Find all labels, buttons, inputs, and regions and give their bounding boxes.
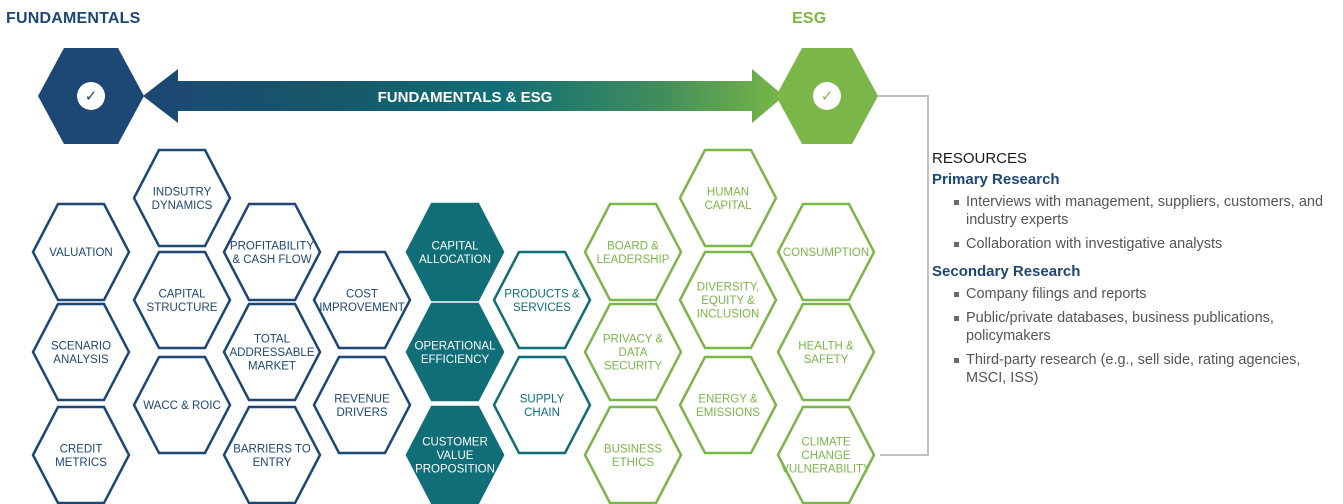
hexagon-label: CREDIT — [60, 443, 103, 455]
resources-title: RESOURCES — [932, 150, 1028, 167]
hexagon-label: SECURITY — [604, 361, 662, 373]
hexagon-label: ALLOCATION — [419, 254, 491, 266]
esg-hexagon — [678, 250, 778, 350]
hexagon-label: METRICS — [55, 457, 107, 469]
fundamentals-hexagon — [222, 302, 322, 402]
check-icon — [813, 82, 841, 110]
hexagon-label: SERVICES — [513, 302, 571, 314]
hexagon-label: SAFETY — [804, 354, 849, 366]
hexagon-label: BUSINESS — [604, 443, 662, 455]
list-item: Interviews with management, suppliers, c… — [954, 193, 1342, 229]
fundamentals-hexagon — [312, 250, 412, 350]
hexagon-label: VALUE — [437, 450, 474, 462]
hexagon-label: PROFITABILITY — [230, 240, 314, 252]
fundamentals-hexagon — [31, 405, 131, 504]
fundamentals-hexagon — [31, 302, 131, 402]
fundamentals-hexagon — [132, 148, 232, 248]
check-icon — [77, 82, 105, 110]
fundamentals-hexagon — [222, 405, 322, 504]
hexagon-label: CAPITAL — [704, 200, 752, 212]
hexagon-label: & CASH FLOW — [232, 254, 311, 266]
fundamentals-hexagon — [31, 202, 131, 302]
hexagon-label: CAPITAL — [431, 240, 479, 252]
primary-research-title: Primary Research — [932, 171, 1060, 188]
hexagon-label: ANALYSIS — [53, 354, 109, 366]
hexagon-label: ENTRY — [253, 457, 292, 469]
resources-panel: RESOURCES Primary Research Interviews wi… — [932, 150, 1342, 397]
hexagon-label: PRIVACY & — [603, 334, 664, 346]
hexagon-label: EMISSIONS — [696, 407, 760, 419]
double-arrow — [143, 69, 784, 123]
esg-hexagon — [678, 355, 778, 455]
hexagon-label: OPERATIONAL — [415, 340, 497, 352]
shared-hexagon — [492, 250, 592, 350]
esg-hexagon — [583, 202, 683, 302]
hexagon-label: STRUCTURE — [147, 302, 218, 314]
core-hexagon — [405, 202, 505, 302]
hexagon-label: LEADERSHIP — [597, 254, 670, 266]
hexagon-label: CLIMATE — [802, 437, 851, 449]
hexagon-label: EFFICIENCY — [421, 354, 490, 366]
hexagon-label: DYNAMICS — [152, 200, 213, 212]
hexagon-label: VALUATION — [49, 247, 112, 259]
list-item: Third-party research (e.g., sell side, r… — [954, 351, 1342, 387]
core-hexagon — [405, 405, 505, 504]
hexagon-label: EQUITY & — [701, 295, 755, 307]
hexagon-label: BOARD & — [607, 240, 659, 252]
shared-hexagon — [492, 355, 592, 455]
esg-hexagon — [583, 405, 683, 504]
hexagon-label: CUSTOMER — [422, 437, 488, 449]
hexagon-label: MARKET — [248, 361, 296, 373]
check-icon-glyph: ✓ — [85, 87, 98, 105]
hexagon-label: REVENUE — [334, 393, 390, 405]
hexagon-label: COST — [346, 288, 378, 300]
hexagon-label: DRIVERS — [336, 407, 387, 419]
primary-research-list: Interviews with management, suppliers, c… — [932, 193, 1342, 253]
fundamentals-hexagon — [312, 355, 412, 455]
resources-connector-line — [878, 95, 929, 456]
hexagon-label: HUMAN — [707, 186, 749, 198]
hexagon-label: VULNERABILITY — [781, 464, 871, 476]
secondary-research-list: Company filings and reports Public/priva… — [932, 285, 1342, 387]
esg-heading: ESG — [792, 10, 827, 27]
fundamentals-hexagon — [132, 250, 232, 350]
hexagon-label: WACC & ROIC — [143, 400, 221, 412]
list-item: Collaboration with investigative analyst… — [954, 235, 1342, 253]
hexagon-label: PROPOSITION — [415, 464, 495, 476]
esg-hexagon — [776, 302, 876, 402]
hexagon-label: TOTAL — [254, 334, 291, 346]
hexagon-label: INDSUTRY — [153, 186, 212, 198]
hexagon-label: DIVERSITY, — [697, 282, 759, 294]
check-icon-glyph: ✓ — [821, 87, 834, 105]
secondary-research-title: Secondary Research — [932, 263, 1081, 280]
fundamentals-heading: FUNDAMENTALS — [6, 10, 141, 27]
hexagon-label: PRODUCTS & — [504, 288, 580, 300]
hexagon-label: SCENARIO — [51, 340, 111, 352]
hexagon-label: ENERGY & — [698, 393, 758, 405]
arrow-label: FUNDAMENTALS & ESG — [378, 89, 553, 106]
esg-hexagon — [776, 202, 876, 302]
hexagon-label: CAPITAL — [158, 288, 206, 300]
hexagon-label: ETHICS — [612, 457, 655, 469]
hexagon-label: CHANGE — [801, 450, 851, 462]
hexagon-label: INCLUSION — [697, 309, 760, 321]
list-item: Company filings and reports — [954, 285, 1342, 303]
fundamentals-esg-diagram: FUNDAMENTALS & ESG ✓ ✓ INDSUTRY DYNAMICS V… — [31, 48, 929, 504]
esg-hexagon — [776, 405, 876, 504]
hexagon-label: CHAIN — [524, 407, 560, 419]
hexagon-label: BARRIERS TO — [233, 443, 311, 455]
fundamentals-hexagon — [132, 355, 232, 455]
hexagon-label: CONSUMPTION — [783, 247, 869, 259]
esg-hexagon — [583, 302, 683, 402]
hexagon-label: IMPROVEMENT — [319, 302, 405, 314]
core-hexagon — [405, 302, 505, 402]
list-item: Public/private databases, business publi… — [954, 309, 1342, 345]
fundamentals-hexagon — [222, 202, 322, 302]
esg-hexagon — [678, 148, 778, 248]
hexagon-label: SUPPLY — [520, 393, 565, 405]
hexagon-label: DATA — [619, 347, 648, 359]
hexagon-label: ADDRESSABLE — [229, 347, 314, 359]
hexagon-label: HEALTH & — [798, 340, 854, 352]
